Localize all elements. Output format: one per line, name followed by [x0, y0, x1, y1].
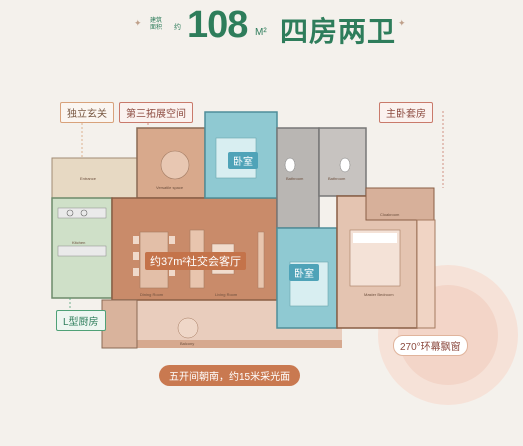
stove-icon — [66, 209, 74, 217]
chair-icon — [169, 236, 175, 244]
area-value: 108 — [187, 4, 248, 46]
tv-cabinet — [257, 231, 265, 289]
chair-icon — [169, 268, 175, 276]
cloakroom — [365, 187, 435, 221]
callout-master-suite: 主卧套房 — [379, 102, 433, 123]
label-master: Master Bedroom — [364, 292, 394, 297]
room-label-living: 约37m²社交会客厅 — [145, 252, 247, 270]
stove-icon — [80, 209, 88, 217]
toilet-icon — [284, 157, 296, 173]
label-living: Living Room — [215, 292, 238, 297]
badge-line: 面积 — [150, 25, 163, 31]
pillow-icon — [353, 233, 397, 243]
utility-room — [101, 299, 138, 349]
kitchen-counter — [57, 245, 107, 257]
room-label-bedroom: 卧室 — [289, 264, 319, 281]
chair-icon — [133, 236, 139, 244]
area-unit: M² — [255, 27, 267, 38]
chair-icon — [133, 252, 139, 260]
sparkle-icon: ✦ — [398, 18, 406, 28]
room-label-bedroom: 卧室 — [228, 152, 258, 169]
label-kitchen: Kitchen — [72, 240, 86, 245]
callout-foyer: 独立玄关 — [60, 102, 114, 123]
callout-window: 270°环幕飘窗 — [393, 335, 468, 356]
toilet-icon — [339, 157, 351, 173]
badge-line: 建筑 — [150, 18, 163, 24]
callout-flex-space: 第三拓展空间 — [119, 102, 193, 123]
chair-icon — [133, 268, 139, 276]
unit-type-title: 四房两卫 — [280, 16, 397, 47]
callout-kitchen: L型厨房 — [56, 310, 106, 331]
balcony-chair-icon — [177, 317, 199, 339]
balcony-rail — [102, 340, 342, 348]
label-entrance: Entrance — [80, 176, 97, 181]
area-badge: 建筑 面积 约 — [150, 18, 188, 40]
label-bathroom: Bathroom — [328, 176, 346, 181]
label-study: Versatile space — [156, 185, 184, 190]
bay-window — [416, 219, 436, 329]
label-cloakroom: Cloakroom — [380, 212, 400, 217]
badge-line: 约 — [174, 24, 181, 31]
rug-icon — [160, 150, 190, 180]
label-bathroom: Bathroom — [286, 176, 304, 181]
callout-sunlight: 五开间朝南，约15米采光面 — [159, 365, 301, 386]
header: 建筑 面积 约 108 M² 四房两卫 ✦ ✦ — [0, 0, 523, 60]
label-balcony: Balcony — [180, 341, 195, 346]
kitchen-counter — [57, 207, 107, 219]
sparkle-icon: ✦ — [134, 18, 142, 28]
label-dining: Dining Room — [140, 292, 164, 297]
